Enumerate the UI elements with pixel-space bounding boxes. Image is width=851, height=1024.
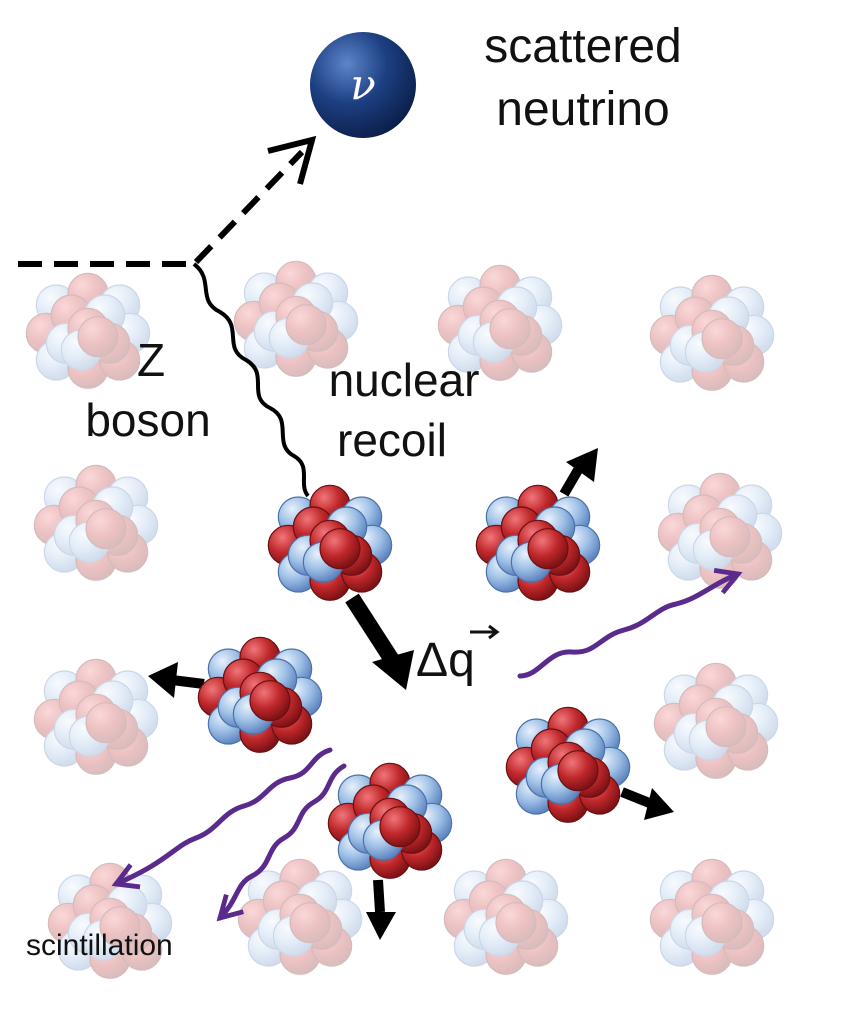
label-recoil: recoil [337, 414, 447, 466]
background-nucleus [237, 858, 363, 975]
background-nucleus [47, 862, 173, 979]
delta-q-arrow-shaft [345, 593, 399, 665]
background-nuclei [25, 260, 783, 979]
background-nucleus [233, 260, 359, 377]
background-nucleus [437, 264, 563, 381]
proton [489, 308, 531, 350]
nucleus [327, 762, 453, 879]
proton [701, 902, 743, 944]
proton [379, 806, 421, 848]
label-neutrino: neutrino [496, 83, 669, 136]
background-nucleus [25, 272, 151, 389]
photon-wave [111, 747, 333, 890]
nucleus [475, 484, 601, 601]
background-nucleus [649, 274, 775, 391]
label-delta-q: Δq [416, 634, 475, 687]
nucleus [505, 706, 631, 823]
proton [495, 902, 537, 944]
proton [705, 706, 747, 748]
recoil-arrow-shaft [559, 467, 583, 497]
label-nuclear: nuclear [329, 354, 480, 406]
scattered-neutrino-line [193, 149, 305, 265]
recoil-arrow-shaft [171, 675, 205, 689]
z-boson-line [192, 262, 310, 498]
background-nucleus [33, 658, 159, 775]
foreground-nuclei [197, 484, 631, 879]
photon-wave [216, 763, 347, 922]
proton [249, 680, 291, 722]
recoil-arrows [148, 448, 674, 940]
proton [289, 902, 331, 944]
proton [319, 528, 361, 570]
delta-q-arrowhead [372, 650, 414, 690]
proton [709, 516, 751, 558]
recoil-arrowhead [644, 788, 674, 820]
nucleus [267, 484, 393, 601]
recoil-arrowhead [366, 912, 396, 940]
nucleus [197, 636, 323, 753]
proton [527, 528, 569, 570]
proton [701, 318, 743, 360]
recoil-arrowhead [148, 662, 178, 698]
background-nucleus [649, 858, 775, 975]
proton [77, 316, 119, 358]
neutrino-sphere [310, 32, 416, 138]
background-nucleus [443, 858, 569, 975]
nu-symbol: ν [350, 60, 376, 109]
proton [85, 702, 127, 744]
recoil-arrow-shaft [620, 787, 654, 809]
background-nucleus [33, 464, 159, 581]
proton [85, 508, 127, 550]
recoil-arrowhead [566, 448, 598, 482]
photon-wave [517, 567, 743, 679]
proton [285, 304, 327, 346]
delta-q-vector-arrow [470, 624, 500, 640]
background-nucleus [653, 662, 779, 779]
proton [99, 906, 141, 948]
background-nucleus [657, 472, 783, 589]
scintillation-photons [111, 567, 743, 922]
scattered-neutrino-arrowhead [267, 135, 317, 185]
label-z: Z [137, 334, 165, 386]
proton [557, 750, 599, 792]
label-scattered: scattered [484, 20, 681, 73]
label-boson: boson [85, 394, 210, 446]
recoil-arrow-shaft [373, 879, 385, 913]
label-scintillation: scintillation [26, 929, 173, 962]
